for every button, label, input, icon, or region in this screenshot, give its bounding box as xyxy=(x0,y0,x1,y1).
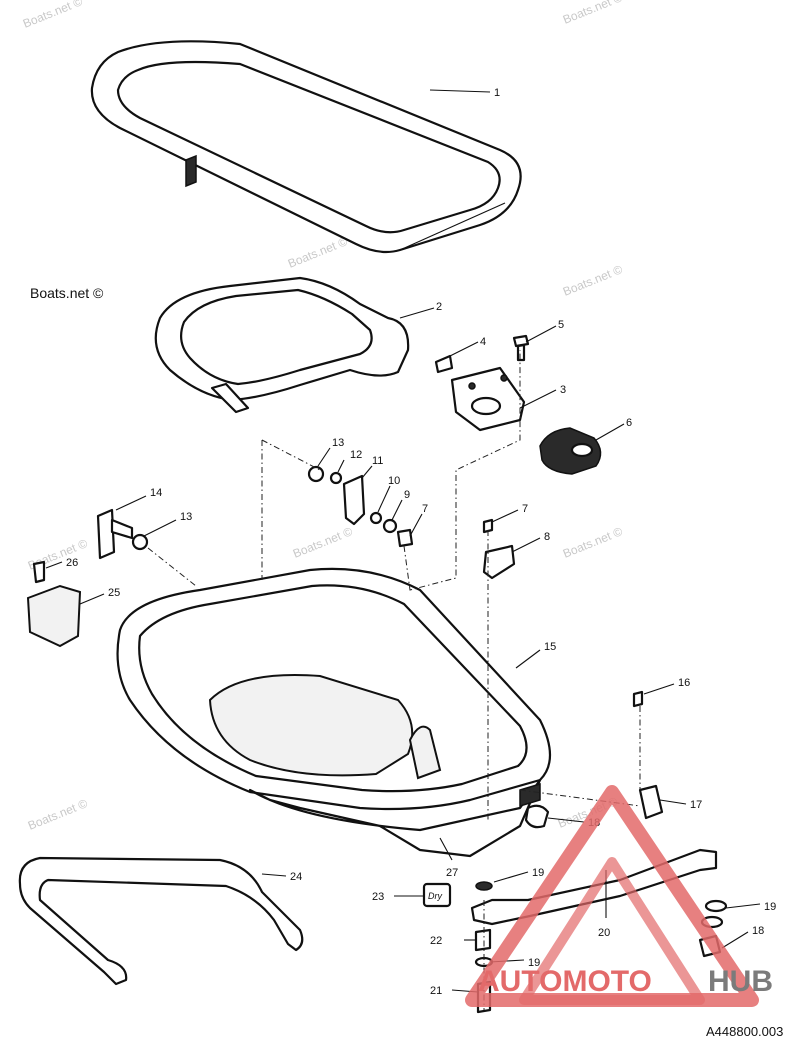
watermark: Boats.net © xyxy=(26,796,90,833)
part-4-screw xyxy=(434,354,454,374)
part-2-inner-seal xyxy=(154,276,410,414)
automotohub-logo: AUTOMOTO HUB xyxy=(465,785,773,1007)
callout-22: 22 xyxy=(430,935,442,947)
part-24-hose xyxy=(18,856,304,986)
watermark: Boats.net © xyxy=(561,262,625,299)
callout-7: 7 xyxy=(522,503,528,515)
callout-13: 13 xyxy=(332,437,344,449)
callout-11: 11 xyxy=(372,455,383,467)
callout-7: 7 xyxy=(422,503,428,515)
callout-2: 2 xyxy=(436,301,442,313)
part-3-bracket xyxy=(450,366,526,432)
callout-23: 23 xyxy=(372,891,384,903)
callout-9: 9 xyxy=(404,489,410,501)
logo-text-hub: HUB xyxy=(708,965,773,998)
callout-26: 26 xyxy=(66,557,78,569)
part-1-top-seal xyxy=(90,40,522,254)
part-5-bolt xyxy=(512,334,530,362)
callout-12: 12 xyxy=(350,449,362,461)
callout-19: 19 xyxy=(528,957,540,969)
assembly-lines xyxy=(147,350,641,1010)
callout-13: 13 xyxy=(180,511,192,523)
callout-15: 15 xyxy=(544,641,556,653)
callout-10: 10 xyxy=(388,475,400,487)
leader-lines xyxy=(45,89,761,993)
watermark: Boats.net © xyxy=(21,0,85,31)
callout-19: 19 xyxy=(764,901,776,913)
callout-19: 19 xyxy=(532,867,544,879)
dry-label-text: Dry xyxy=(428,891,442,901)
callout-20: 20 xyxy=(598,927,610,939)
watermark-black: Boats.net © xyxy=(30,285,104,301)
watermark: Boats.net © xyxy=(291,524,355,561)
figure-code: A448800.003 xyxy=(706,1024,783,1039)
callout-17: 17 xyxy=(690,799,702,811)
watermark: Boats.net © xyxy=(561,524,625,561)
callout-21: 21 xyxy=(430,985,442,997)
callout-16: 16 xyxy=(678,677,690,689)
callout-1: 1 xyxy=(494,87,500,99)
callout-8: 8 xyxy=(544,531,550,543)
callout-25: 25 xyxy=(108,587,120,599)
callout-14: 14 xyxy=(150,487,162,499)
part-23-label: Dry xyxy=(422,882,452,908)
callout-4: 4 xyxy=(480,336,486,348)
part-25-cap xyxy=(26,584,82,648)
logo-text-automoto: AUTOMOTO xyxy=(478,965,652,998)
callout-27: 27 xyxy=(446,867,458,879)
callout-24: 24 xyxy=(290,871,302,883)
callouts: 1 2 3 4 5 6 7 7 8 9 10 11 12 13 13 14 15… xyxy=(66,87,776,997)
callout-5: 5 xyxy=(558,319,564,331)
part-14-latch xyxy=(96,508,134,560)
callout-18: 18 xyxy=(752,925,764,937)
part-6-grommet xyxy=(539,427,602,475)
logo-inner-triangle-icon xyxy=(519,857,705,1005)
hardware-parts xyxy=(131,465,516,580)
part-26-screw xyxy=(32,560,46,584)
watermark: Boats.net © xyxy=(561,0,625,27)
watermark: Boats.net © xyxy=(286,234,350,271)
callout-3: 3 xyxy=(560,384,566,396)
callout-6: 6 xyxy=(626,417,632,429)
part-15-cowl xyxy=(116,567,551,858)
